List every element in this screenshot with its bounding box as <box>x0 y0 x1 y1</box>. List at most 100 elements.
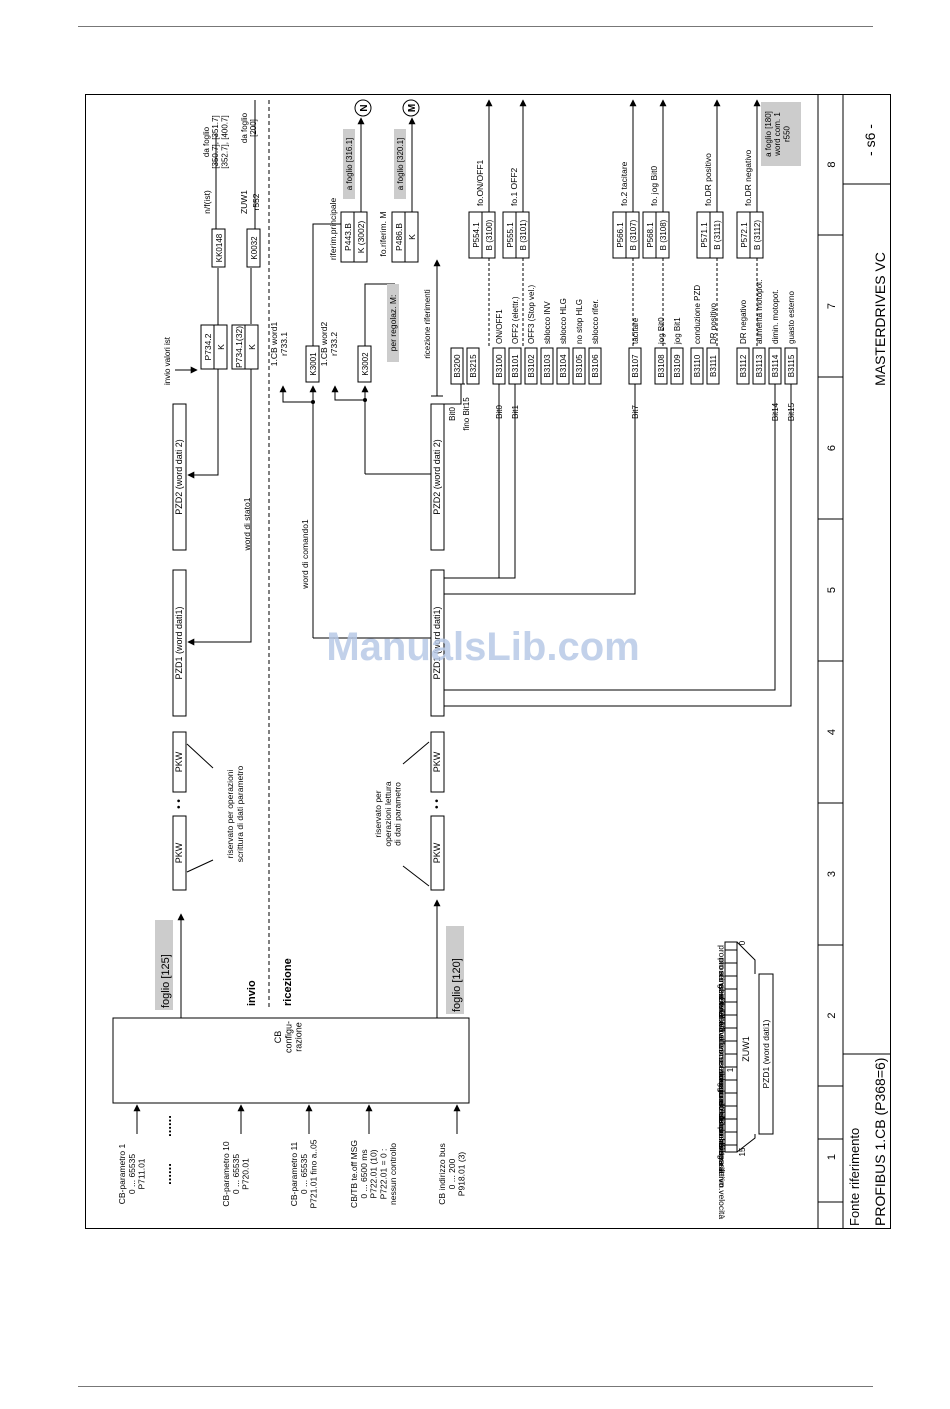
svg-text:ZUW1: ZUW1 <box>741 1036 751 1062</box>
column-label: 6 <box>826 445 838 451</box>
send-label: invio <box>246 980 258 1006</box>
sheet-ref-send-bg <box>155 920 173 1010</box>
watermark: ManualsLib.com <box>326 625 639 669</box>
param-bit: B (3112) <box>753 220 762 250</box>
sheet-number: - s6 - <box>862 124 878 156</box>
bit-connector-label: B3115 <box>787 354 796 377</box>
zuw1-item: datore rampa attivo <box>717 1114 727 1188</box>
bit-function: guasto esterno <box>787 291 796 344</box>
bit-function: DR negativo <box>739 299 748 344</box>
param-code: P571.1 <box>700 222 709 248</box>
sheet-ref-recv: foglio [120] <box>451 958 463 1012</box>
param-code: P572.1 <box>740 222 749 248</box>
cb-parameter: CB indirizzo bus0 ... 200P918.01 (3) <box>437 1143 467 1204</box>
zuw1-item: OFF2 attivo <box>717 997 727 1042</box>
param-output: fo.1 OFF2 <box>509 167 519 206</box>
bit-connector-label: B3107 <box>631 354 640 378</box>
param-bit: B (3100) <box>485 219 494 250</box>
svg-text:P734.1(32): P734.1(32) <box>234 326 244 368</box>
param-code: P566.1 <box>616 222 625 248</box>
bit-function: ON/OFF1 <box>495 309 504 344</box>
zuw1-item: servizio <box>717 971 727 1000</box>
bit-function: conduzione PZD <box>693 285 702 344</box>
bit-connector-label: B3105 <box>575 354 584 378</box>
bit-function: OFF2 (elettr.) <box>511 296 520 344</box>
svg-text:PKW: PKW <box>174 751 184 772</box>
sheet-title: PROFIBUS 1.CB (P368=6) <box>872 1058 888 1226</box>
svg-text:PZD1 (word dati1): PZD1 (word dati1) <box>761 1019 771 1088</box>
zuw1-item: raggiunto rif. confronto <box>717 1075 727 1160</box>
receive-telegram: PKW • • PKW riservato peroperazioni lett… <box>269 99 480 891</box>
bit-connector-label: B3113 <box>755 354 764 377</box>
column-label: 2 <box>826 1012 838 1018</box>
svg-text:fo.riferim. M: fo.riferim. M <box>378 212 388 257</box>
cb-parameter: CB-parametro 100 ... 65535P720.01 <box>221 1141 251 1206</box>
svg-text:1.CB word1r733.1: 1.CB word1r733.1 <box>269 322 289 367</box>
zuw1-item: pronto al servizio <box>717 958 727 1023</box>
svg-text:riservato peroperazioni lettur: riservato peroperazioni letturadi dati p… <box>373 781 403 846</box>
svg-text:PKW: PKW <box>432 751 442 772</box>
zuw1-item: pos./neg. riferim.velocità <box>717 1127 727 1219</box>
svg-text:PZD2 (word dati 2): PZD2 (word dati 2) <box>432 439 442 515</box>
bottom-rule <box>78 1386 873 1387</box>
svg-text:da foglio[200]: da foglio[200] <box>240 112 258 143</box>
svg-text:KK0148: KK0148 <box>215 233 224 262</box>
dots-lower: ...... <box>159 1163 174 1185</box>
bit-wire <box>444 384 776 691</box>
column-label: 7 <box>826 303 838 309</box>
bit-function: sblocco rifer. <box>591 299 600 344</box>
foglio-180: a foglio [180]word com. 1r550 <box>764 111 791 157</box>
param-bit: B (3101) <box>519 219 528 250</box>
bit-wire <box>444 384 516 579</box>
param-bit: B (3111) <box>713 220 722 250</box>
zuw1-item: OFF3 attivo <box>717 1010 727 1055</box>
bit-connector-label: B3112 <box>739 354 748 377</box>
bit-connector <box>540 347 554 385</box>
receive-label: ricezione <box>282 958 294 1006</box>
svg-text:word di stato1: word di stato1 <box>242 497 252 551</box>
svg-text:fino Bit15: fino Bit15 <box>462 397 471 431</box>
bit-connector <box>588 347 602 385</box>
svg-text:P443.B: P443.B <box>343 223 353 251</box>
param-output: fo.2 tacitare <box>619 161 629 206</box>
svg-text:• •: • • <box>174 799 185 809</box>
sheet-subtitle: Fonte riferimento <box>847 1128 862 1226</box>
svg-text:n/f(ist): n/f(ist) <box>202 190 212 214</box>
column-label: 3 <box>826 871 838 877</box>
param-output: fo.DR positivo <box>703 153 713 206</box>
bit-function: sblocco HLG <box>559 298 568 344</box>
svg-text:PKW: PKW <box>432 842 442 863</box>
column-label: 8 <box>826 161 838 167</box>
column-label: 1 <box>826 1154 838 1160</box>
bit-connector <box>524 347 538 385</box>
bit-connector <box>706 347 720 385</box>
dots-upper: ...... <box>159 1115 174 1137</box>
bit-connector-label: B3106 <box>591 354 600 378</box>
bit-connector-label: B3104 <box>559 354 568 378</box>
svg-text:1: 1 <box>726 1067 735 1072</box>
param-output: fo. jog Bit0 <box>649 166 659 206</box>
bit-wire <box>444 384 636 595</box>
bit-connector <box>736 347 750 385</box>
svg-text:riferim.principale: riferim.principale <box>328 198 338 261</box>
svg-text:riservato per operazioniscritt: riservato per operazioniscrittura di dat… <box>225 766 245 863</box>
bit-connector-label: B3109 <box>673 354 682 378</box>
svg-text:M: M <box>407 104 418 112</box>
bit-connector <box>572 347 586 385</box>
svg-text:PZD1 (word dati1): PZD1 (word dati1) <box>432 606 442 679</box>
bit-function: jog Bit1 <box>673 317 682 345</box>
zuw1-item: guasto tensione bassa <box>717 1088 727 1173</box>
svg-text:P734.2: P734.2 <box>203 333 213 360</box>
bit-wire <box>444 384 792 707</box>
bit-connector-label: B3100 <box>495 354 504 378</box>
svg-text:0: 0 <box>738 940 747 945</box>
bit-function: sblocco INV <box>543 301 552 344</box>
svg-text:• •: • • <box>432 799 443 809</box>
param-code: P555.1 <box>506 222 515 248</box>
product-name: MASTERDRIVES VC <box>872 252 888 386</box>
svg-text:a foglio [320.1]: a foglio [320.1] <box>396 138 405 190</box>
svg-text:K: K <box>216 344 226 350</box>
